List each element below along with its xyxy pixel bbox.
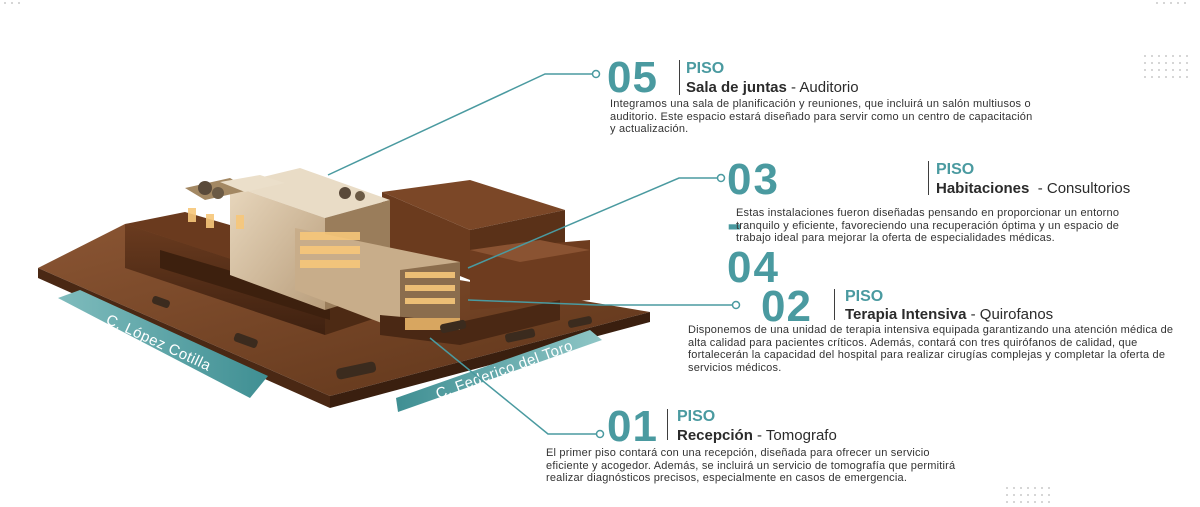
dot <box>1158 76 1160 78</box>
floor-label: PISO <box>686 60 725 77</box>
floor-description: El primer piso contará con una recepción… <box>546 447 956 484</box>
dot <box>1165 62 1167 64</box>
cars <box>152 296 593 380</box>
dot <box>1172 69 1174 71</box>
floor-number: 03 - 04 <box>727 155 780 292</box>
dot <box>1034 494 1036 496</box>
dot <box>1144 55 1146 57</box>
dot <box>1041 487 1043 489</box>
dot <box>1186 76 1188 78</box>
floor-description: Disponemos de una unidad de terapia inte… <box>688 324 1174 374</box>
dot <box>1165 76 1167 78</box>
dot <box>1013 501 1015 503</box>
divider <box>679 60 680 95</box>
dot <box>1151 62 1153 64</box>
dot <box>1158 69 1160 71</box>
dot <box>1048 501 1050 503</box>
divider <box>928 161 929 195</box>
dot <box>1172 76 1174 78</box>
dot <box>1158 62 1160 64</box>
dot <box>1186 55 1188 57</box>
dot <box>1184 2 1186 4</box>
dot <box>1027 501 1029 503</box>
dot <box>1020 487 1022 489</box>
dot <box>1163 2 1165 4</box>
dot <box>1034 487 1036 489</box>
floor-number: 01 <box>607 402 658 451</box>
dot <box>1048 494 1050 496</box>
dot <box>1165 55 1167 57</box>
dot <box>1179 62 1181 64</box>
dot <box>1027 487 1029 489</box>
floor-label: PISO <box>677 408 716 425</box>
dot <box>1156 2 1158 4</box>
leader-lines <box>327 73 733 435</box>
decorative-dots <box>1006 487 1050 503</box>
dot <box>1006 487 1008 489</box>
floor-number: 05 <box>607 53 658 102</box>
decorative-dots <box>4 2 20 4</box>
dot <box>18 2 20 4</box>
dot <box>1172 62 1174 64</box>
dot <box>1144 69 1146 71</box>
building-block-right <box>382 180 590 310</box>
divider <box>834 289 835 320</box>
leader-dots <box>591 69 741 439</box>
dot <box>1144 76 1146 78</box>
dot <box>1041 501 1043 503</box>
dot <box>1013 487 1015 489</box>
decorative-dots <box>1156 2 1186 4</box>
dot <box>1186 69 1188 71</box>
floor-description: Integramos una sala de planificación y r… <box>610 98 1033 135</box>
dot <box>1151 55 1153 57</box>
floor-title: Habitaciones - Consultorios <box>936 180 1131 197</box>
dot <box>1186 62 1188 64</box>
dot <box>1151 69 1153 71</box>
dot <box>1027 494 1029 496</box>
dot <box>1179 76 1181 78</box>
dot <box>11 2 13 4</box>
dot <box>1170 2 1172 4</box>
dot <box>1179 69 1181 71</box>
dot <box>1020 501 1022 503</box>
dot <box>1020 494 1022 496</box>
dot <box>1144 62 1146 64</box>
dot <box>1179 55 1181 57</box>
divider <box>667 409 668 440</box>
floor-label: PISO <box>936 161 975 178</box>
dot <box>1006 494 1008 496</box>
dot <box>1041 494 1043 496</box>
dot <box>1158 55 1160 57</box>
floor-description: Estas instalaciones fueron diseñadas pen… <box>736 207 1120 244</box>
decorative-dots <box>1144 55 1188 78</box>
floor-title: Terapia Intensiva - Quirofanos <box>845 306 1054 323</box>
floor-label: PISO <box>845 288 884 305</box>
floor-title: Recepción - Tomografo <box>677 427 837 444</box>
dot <box>1048 487 1050 489</box>
dot <box>1013 494 1015 496</box>
dot <box>1172 55 1174 57</box>
building-tower-center <box>185 168 460 330</box>
floor-number: 02 <box>761 282 812 331</box>
dot <box>1165 69 1167 71</box>
dot <box>4 2 6 4</box>
dot <box>1177 2 1179 4</box>
floor-title: Sala de juntas - Auditorio <box>686 79 859 96</box>
dot <box>1006 501 1008 503</box>
dot <box>1034 501 1036 503</box>
dot <box>1151 76 1153 78</box>
